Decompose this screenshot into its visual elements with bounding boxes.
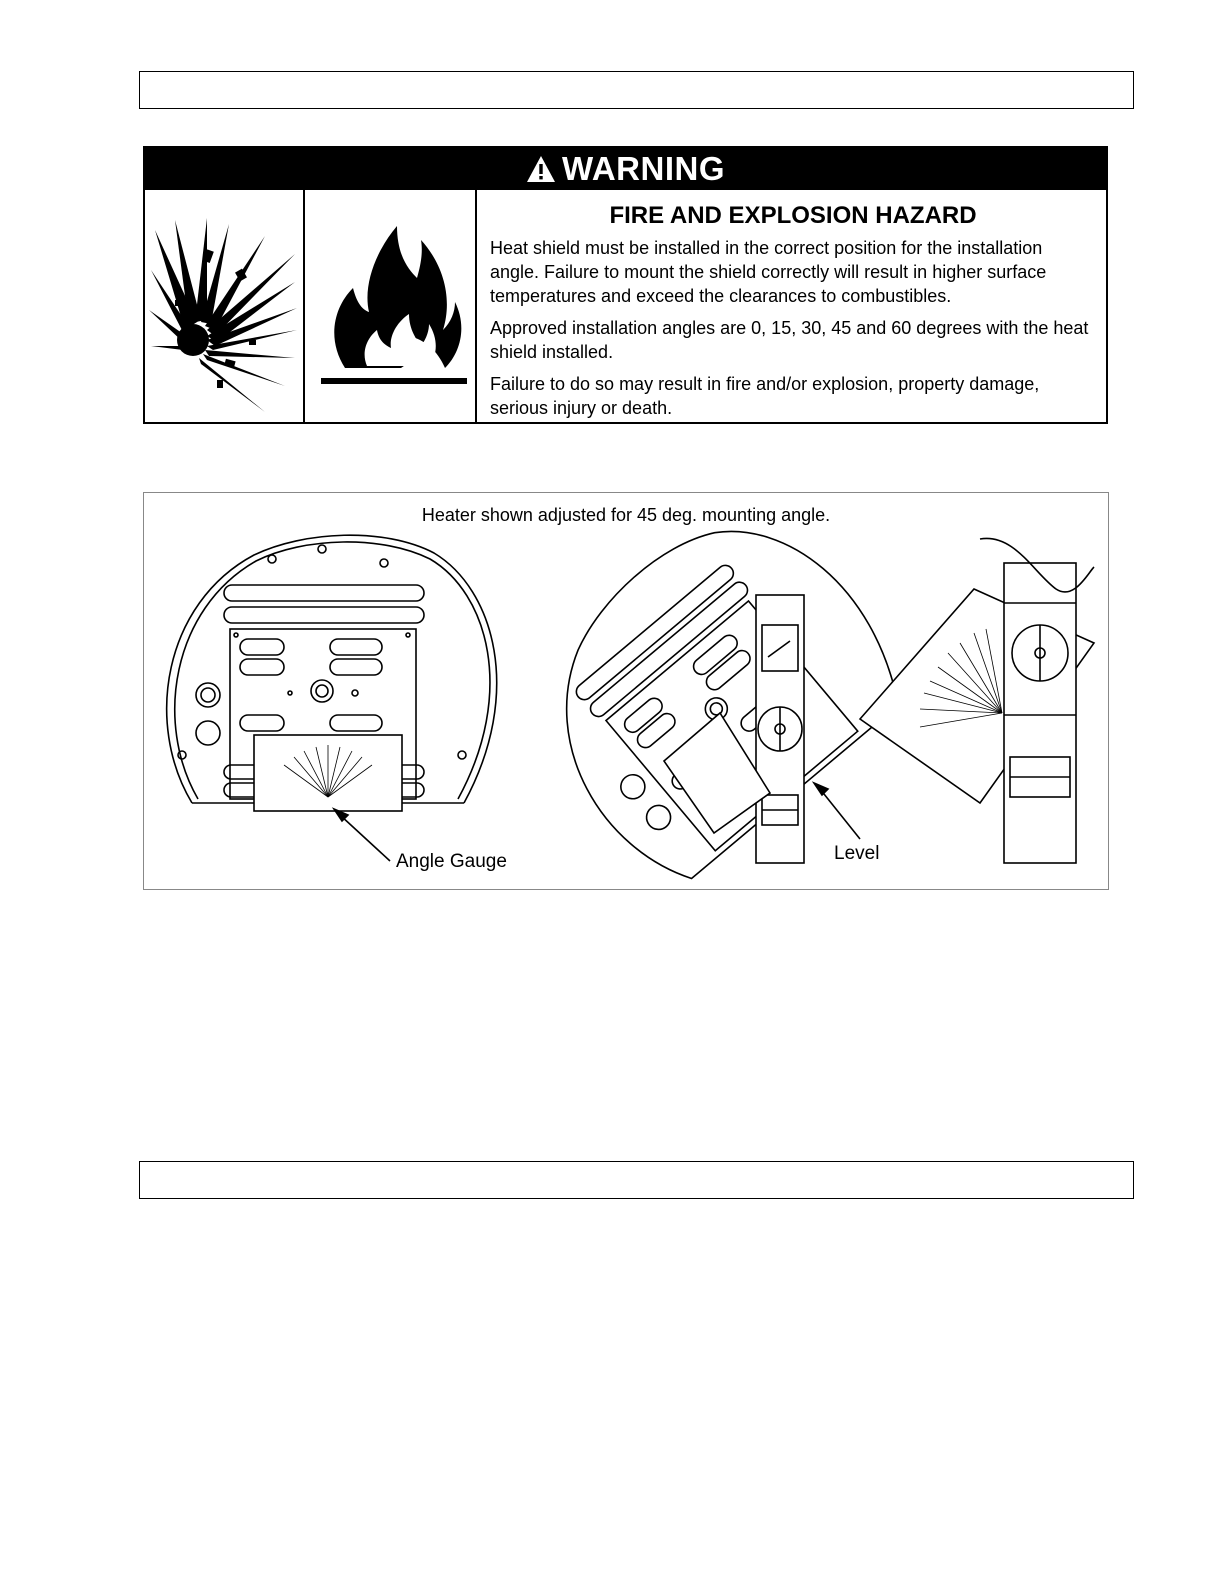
heater-figure: Heater shown adjusted for 45 deg. mounti… bbox=[143, 492, 1109, 890]
level-detail-view bbox=[858, 537, 1096, 864]
level-label: Level bbox=[834, 843, 880, 864]
hazard-title: FIRE AND EXPLOSION HAZARD bbox=[609, 202, 977, 229]
level-tool bbox=[662, 594, 805, 864]
explosion-icon bbox=[149, 218, 297, 412]
gauge-arrow bbox=[339, 814, 391, 862]
heater-front-view bbox=[165, 534, 498, 812]
warning-paragraph: Approved installation angles are 0, 15, … bbox=[490, 318, 1089, 362]
flame-cell bbox=[305, 190, 477, 422]
header-box bbox=[139, 71, 1134, 109]
warning-paragraph: Heat shield must be installed in the cor… bbox=[490, 238, 1047, 306]
heater-illustration bbox=[165, 530, 1096, 880]
section-box bbox=[139, 1161, 1134, 1199]
warning-bar: WARNING bbox=[145, 148, 1106, 190]
warning-paragraph: Failure to do so may result in fire and/… bbox=[490, 374, 1040, 418]
warning-panel: WARNING bbox=[143, 146, 1108, 424]
warning-triangle-icon bbox=[527, 156, 555, 182]
figure-caption: Heater shown adjusted for 45 deg. mounti… bbox=[421, 505, 831, 525]
flame-icon bbox=[321, 226, 467, 384]
angle-gauge-label: Angle Gauge bbox=[396, 851, 507, 872]
level-arrow bbox=[819, 788, 861, 840]
explosion-cell bbox=[145, 190, 305, 422]
heater-rotated-view bbox=[565, 530, 900, 880]
warning-heading: WARNING bbox=[562, 150, 725, 187]
warning-text: FIRE AND EXPLOSION HAZARD Heat shield mu… bbox=[490, 202, 1096, 428]
